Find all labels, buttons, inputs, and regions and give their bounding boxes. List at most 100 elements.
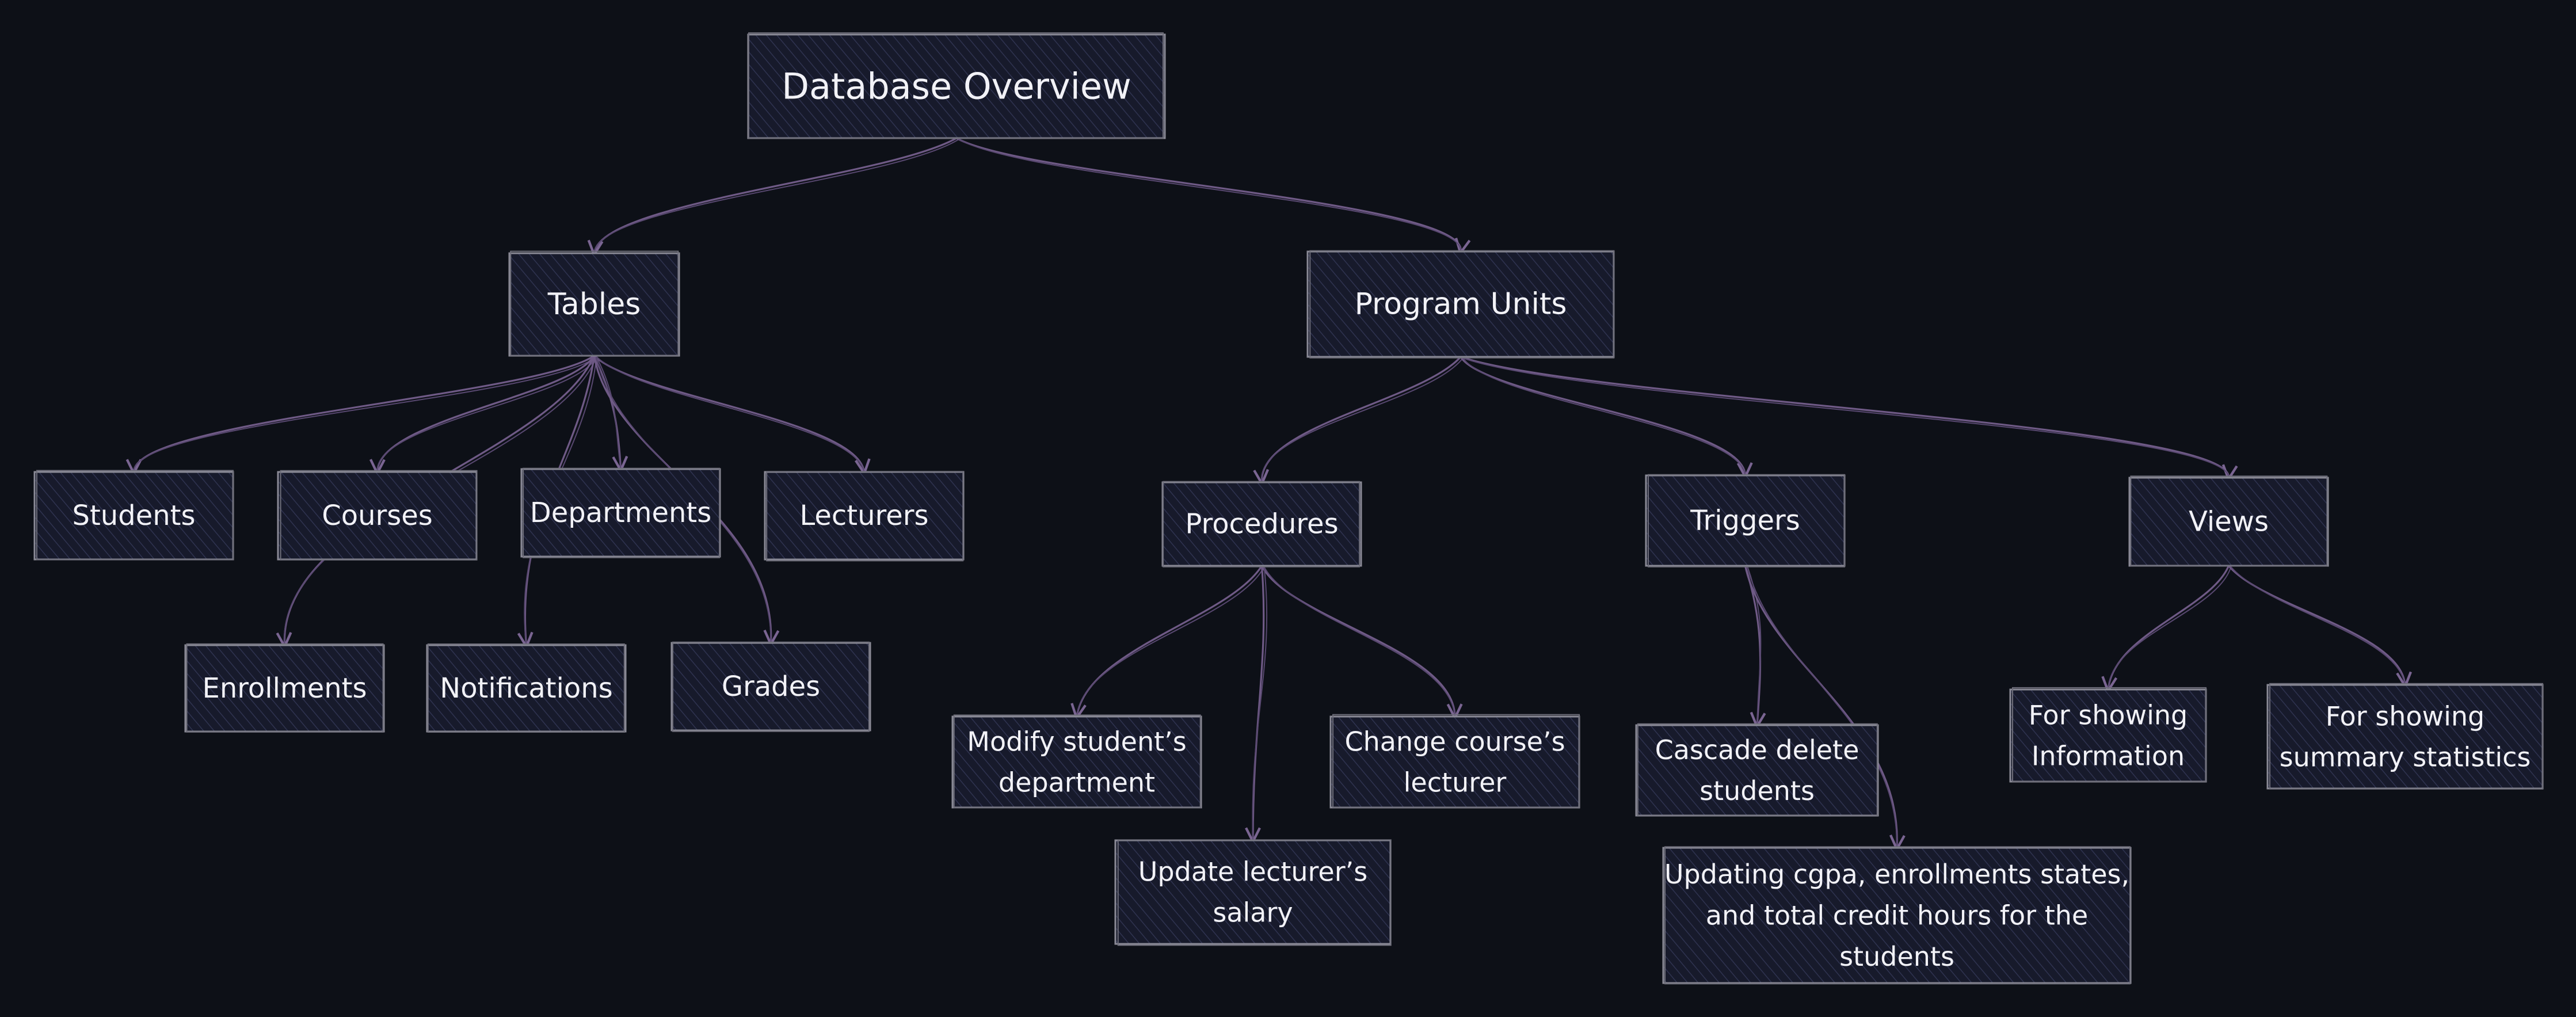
node-label: For showing: [2326, 700, 2485, 732]
edge-sketch-stroke: [1076, 566, 1265, 717]
edge-sketch-stroke: [593, 139, 959, 254]
edge-program-units-to-triggers: [1460, 356, 1746, 475]
node-label: Departments: [530, 497, 711, 529]
node-box: [426, 644, 627, 733]
edge-sketch-stroke: [1261, 357, 1464, 483]
node-box: [1161, 481, 1362, 567]
node-label: Cascade delete: [1655, 734, 1859, 765]
node-triggers: Triggers: [1645, 474, 1846, 567]
node-box-sketch: [766, 471, 964, 562]
edge-triggers-to-updating-cgpa: [1744, 565, 1897, 848]
node-box-sketch: [748, 32, 1164, 139]
node-box: [1635, 724, 1879, 817]
node-views: Views: [2128, 475, 2329, 567]
node-box-sketch: [1309, 250, 1615, 359]
node-box: [764, 471, 965, 561]
node-label: Update lecturer’s: [1138, 856, 1367, 887]
node-box-sketch: [1163, 481, 1361, 567]
node-tables: Tables: [508, 250, 680, 357]
edge-sketch-stroke: [1462, 357, 1746, 476]
edge-sketch-stroke: [2230, 566, 2406, 685]
edge-sketch-stroke: [1263, 566, 1455, 717]
node-label: Triggers: [1690, 505, 1800, 537]
node-label: department: [999, 767, 1155, 798]
edge-sketch-stroke: [2108, 566, 2232, 690]
node-lecturers: Lecturers: [764, 471, 965, 562]
edge-program-units-to-views: [1460, 356, 2229, 478]
edge-sketch-stroke: [1747, 566, 1898, 848]
edge-views-to-summary-stats: [2227, 565, 2406, 685]
node-box: [951, 715, 1202, 809]
edge-sketch-stroke: [958, 139, 1462, 252]
edge-tables-to-students: [134, 355, 596, 472]
node-label: Lecturers: [799, 500, 928, 532]
node-box-sketch: [523, 467, 721, 558]
edge-root-to-tables: [595, 137, 958, 253]
node-box-sketch: [1637, 723, 1878, 817]
node-box: [1114, 839, 1392, 945]
node-procedures: Procedures: [1161, 481, 1362, 567]
node-box-sketch: [2011, 687, 2207, 782]
node-box-sketch: [510, 250, 679, 356]
node-label: students: [1699, 775, 1815, 806]
edge-procedures-to-update-salary: [1253, 565, 1265, 840]
node-label: Change course’s: [1344, 726, 1565, 757]
node-cascade-delete: Cascade delete students: [1635, 723, 1879, 817]
node-label: students: [1839, 941, 1954, 972]
edge-sketch-stroke: [1252, 566, 1268, 841]
node-label: Views: [2189, 506, 2269, 538]
node-box: [747, 33, 1166, 139]
node-label: Tables: [547, 287, 641, 322]
node-notifications: Notifications: [426, 643, 627, 733]
node-label: and total credit hours for the: [1706, 900, 2088, 931]
edge-program-units-to-procedures: [1262, 356, 1462, 482]
node-summary-stats: For showing summary statistics: [2266, 683, 2544, 790]
edge-sketch-stroke: [596, 356, 622, 470]
node-label: Updating cgpa, enrollments states,: [1664, 859, 2129, 890]
node-box: [33, 471, 234, 561]
node-label: Program Units: [1355, 287, 1567, 322]
node-enrollments: Enrollments: [184, 643, 385, 733]
edge-procedures-to-modify-dept: [1077, 565, 1263, 717]
node-box: [2266, 684, 2544, 790]
node-box-sketch: [1664, 846, 2131, 985]
node-label: Grades: [722, 671, 820, 703]
node-box-sketch: [1332, 714, 1580, 808]
edge-root-to-program-units: [955, 137, 1461, 252]
edge-tables-to-lecturers: [593, 355, 864, 472]
node-program-units: Program Units: [1306, 250, 1615, 359]
node-box-sketch: [953, 714, 1201, 809]
node-box-sketch: [186, 643, 384, 733]
node-box-sketch: [2269, 683, 2543, 790]
edge-sketch-stroke: [133, 356, 597, 473]
node-box: [508, 252, 680, 357]
node-label: Enrollments: [202, 672, 367, 704]
node-grades: Grades: [670, 641, 871, 732]
node-box-sketch: [36, 470, 234, 561]
node-box: [520, 468, 721, 558]
edge-procedures-to-change-lecturer: [1260, 565, 1455, 717]
node-box-sketch: [672, 641, 870, 732]
edge-sketch-stroke: [1462, 357, 2230, 478]
node-box: [670, 642, 871, 732]
node-label: Information: [2032, 741, 2185, 772]
node-box-sketch: [2130, 475, 2328, 567]
node-students: Students: [33, 470, 234, 561]
node-box: [1645, 474, 1846, 567]
node-label: Procedures: [1185, 508, 1338, 540]
node-label: summary statistics: [2280, 742, 2531, 773]
node-label: Courses: [322, 500, 433, 532]
edge-views-to-showing-info: [2108, 565, 2230, 690]
node-label: lecturer: [1404, 767, 1507, 798]
node-departments: Departments: [520, 467, 721, 558]
node-updating-cgpa: Updating cgpa, enrollments states, and to…: [1662, 846, 2132, 985]
node-change-lecturer: Change course’s lecturer: [1329, 714, 1580, 809]
node-label: For showing: [2029, 699, 2188, 730]
node-box-sketch: [427, 643, 625, 733]
node-box: [1306, 250, 1615, 358]
node-root: Database Overview: [747, 32, 1166, 139]
node-courses: Courses: [277, 470, 478, 561]
